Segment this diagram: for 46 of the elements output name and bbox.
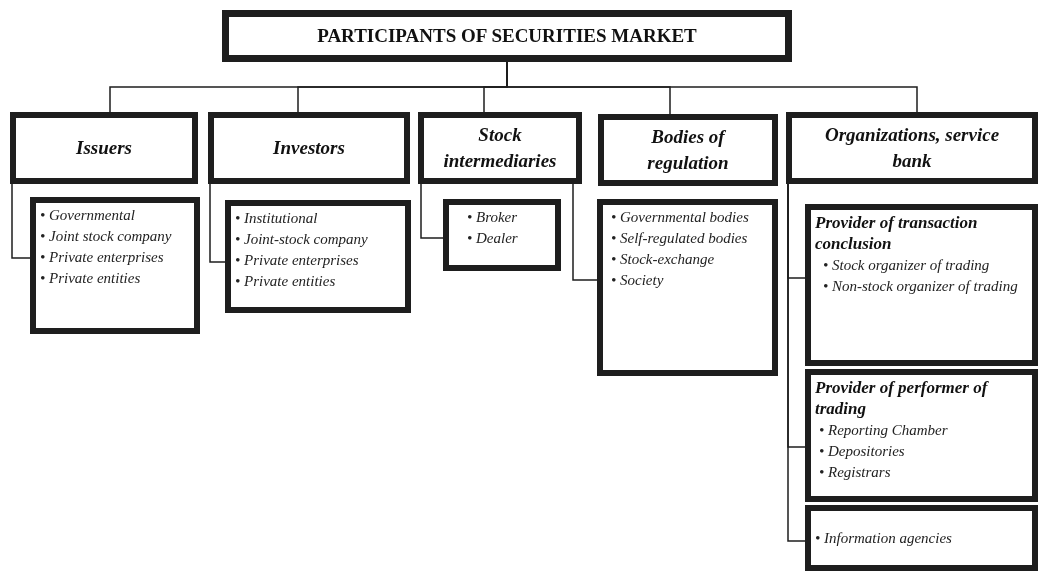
list-box <box>443 199 561 271</box>
connector-line <box>787 183 806 542</box>
category-box <box>418 112 582 184</box>
list-item: • Governmental <box>40 206 136 225</box>
list-item: • Society <box>610 271 665 290</box>
title-text: PARTICIPANTS OF SECURITIES MARKET <box>316 25 698 47</box>
list-box <box>805 369 1038 502</box>
list-item: • Registrars <box>818 462 892 482</box>
list-item: • Depositories <box>818 441 906 461</box>
list-item: • Non-stock organizer of trading <box>823 276 1019 296</box>
list-item: • Joint stock company <box>40 227 173 246</box>
connector-line <box>420 183 444 239</box>
list-item: • Stock organizer of trading <box>823 255 991 275</box>
list-item: • Information agencies <box>815 528 953 548</box>
category-box <box>208 112 410 184</box>
list-box <box>30 197 200 334</box>
list-box <box>225 200 411 313</box>
connector-line <box>209 183 226 263</box>
connector-line <box>572 183 598 281</box>
list-item: • Reporting Chamber <box>818 420 949 440</box>
list-item: • Broker <box>466 208 519 227</box>
category-heading: Investors <box>272 136 346 161</box>
group-heading: Provider of transaction conclusion <box>815 212 979 255</box>
list-box <box>805 204 1038 366</box>
category-box <box>10 112 198 184</box>
list-item: • Stock-exchange <box>610 250 716 269</box>
list-item: • Governmental bodies <box>610 208 750 227</box>
title-box <box>222 10 792 62</box>
category-heading: Stock intermediaries <box>442 123 558 173</box>
list-item: • Institutional <box>235 209 319 228</box>
category-heading: Issuers <box>75 136 133 161</box>
category-box <box>786 112 1038 184</box>
connector-line <box>11 183 31 259</box>
category-heading: Organizations, service bank <box>823 123 1001 173</box>
list-box <box>597 199 778 376</box>
list-item: • Private enterprises <box>235 251 360 270</box>
category-heading: Bodies of regulation <box>646 125 730 175</box>
list-item: • Private entities <box>235 272 337 291</box>
group-heading: Provider of performer of trading <box>815 377 990 420</box>
list-box <box>805 505 1038 571</box>
list-item: • Joint-stock company <box>235 230 369 249</box>
list-item: • Dealer <box>466 229 519 248</box>
category-box <box>598 114 778 186</box>
list-item: • Private enterprises <box>40 248 165 267</box>
list-item: • Private entities <box>40 269 142 288</box>
list-item: • Self-regulated bodies <box>610 229 749 248</box>
